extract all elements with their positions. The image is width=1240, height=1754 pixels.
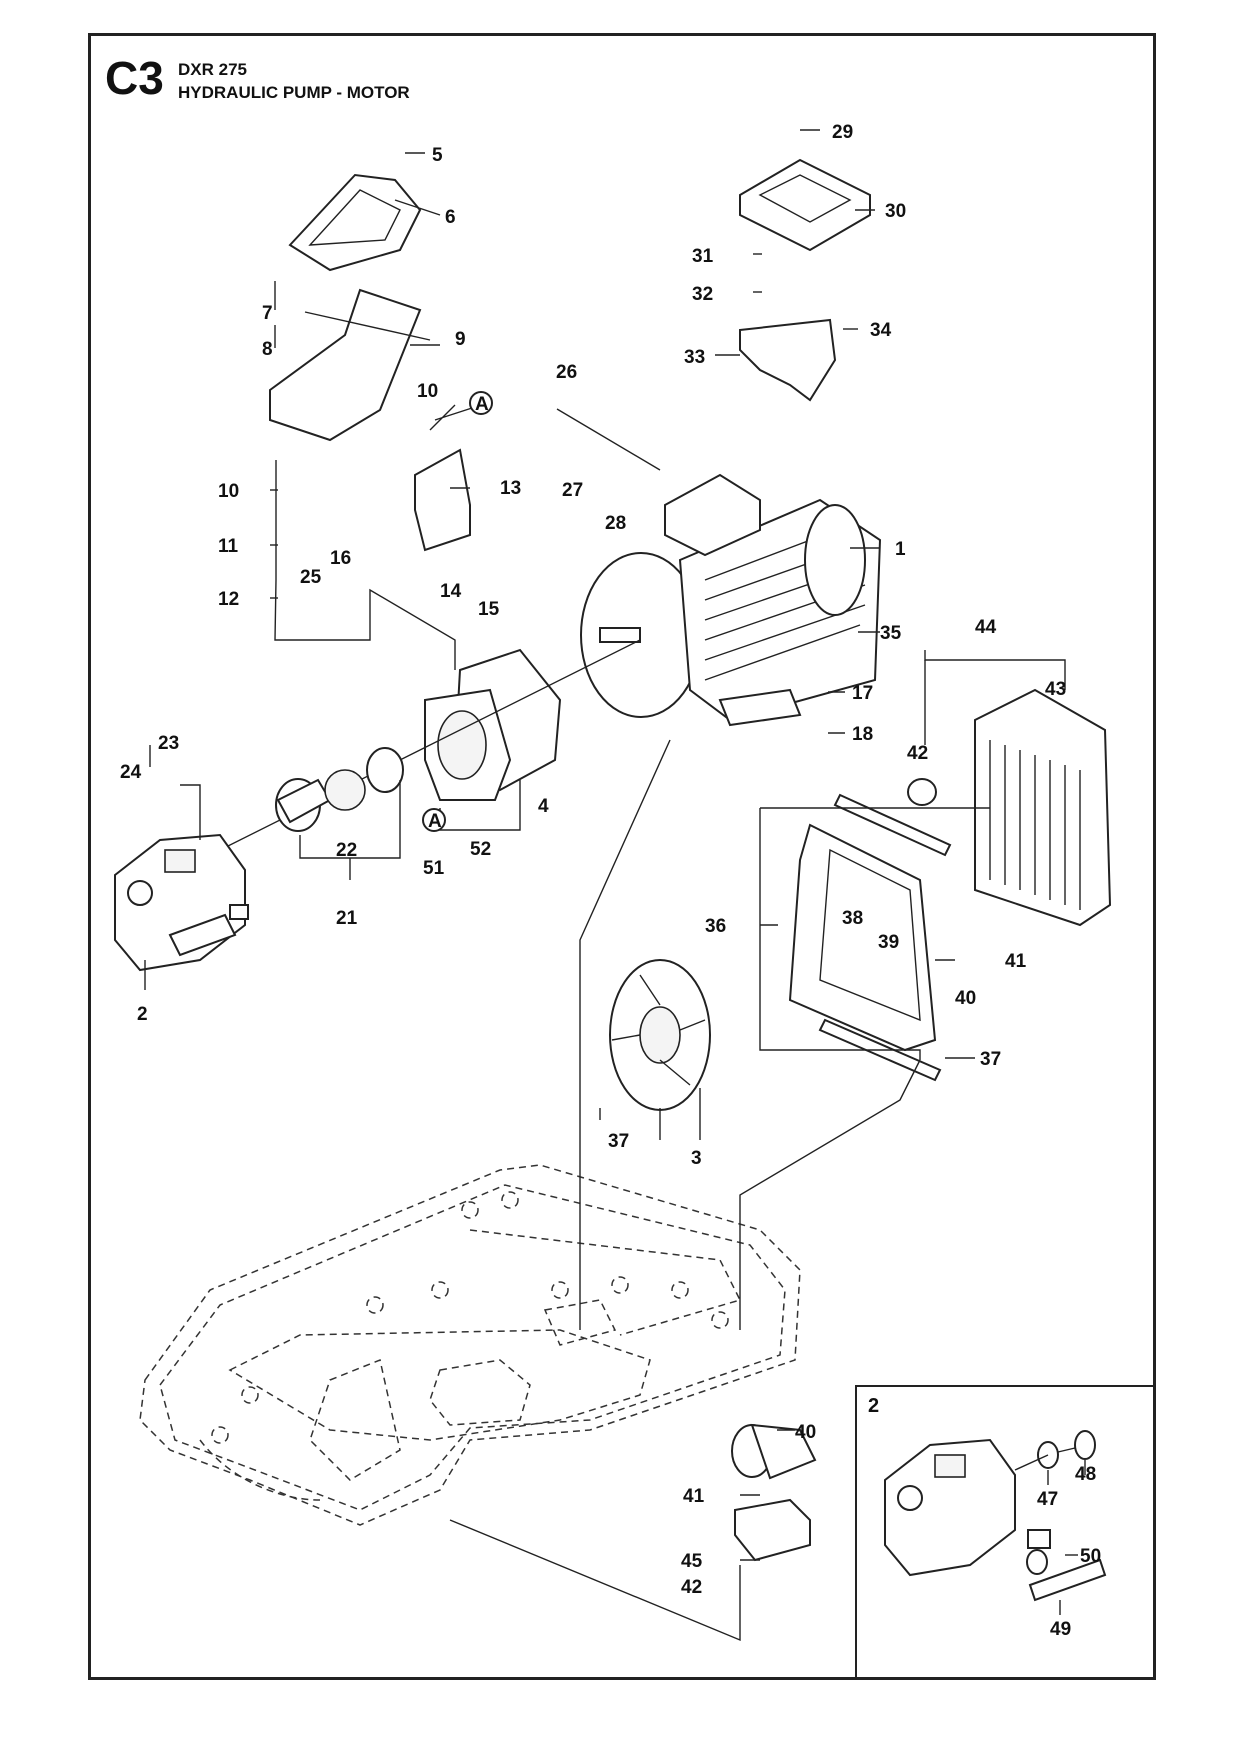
callout-48: 48 xyxy=(1075,1464,1096,1485)
callout-2: 2 xyxy=(137,1004,148,1025)
callout-32: 32 xyxy=(692,284,713,305)
callout-21: 21 xyxy=(336,908,358,929)
callout-42b: 42 xyxy=(681,1577,702,1598)
callout-49: 49 xyxy=(1050,1619,1071,1640)
ref-a-label-top: A xyxy=(475,394,489,415)
ref-a-circle-bottom xyxy=(422,808,446,832)
callout-15: 15 xyxy=(478,599,500,620)
drawing-frame xyxy=(88,33,1156,1680)
callout-51: 51 xyxy=(423,858,445,879)
callout-27: 27 xyxy=(562,480,583,501)
callout-8: 8 xyxy=(262,339,273,360)
section-code: C3 xyxy=(105,52,164,104)
callout-28: 28 xyxy=(605,513,626,534)
callout-labels: 5 6 7 8 9 10 10 11 12 13 14 15 16 25 26 … xyxy=(120,122,1101,1640)
inset-number: 2 xyxy=(868,1395,880,1417)
callout-41b: 41 xyxy=(683,1486,705,1507)
callout-40b: 40 xyxy=(795,1422,816,1443)
callout-37b: 37 xyxy=(608,1131,629,1152)
callout-47: 47 xyxy=(1037,1489,1058,1510)
callout-42a: 42 xyxy=(907,743,928,764)
callout-43: 43 xyxy=(1045,679,1066,700)
callout-5: 5 xyxy=(432,145,443,166)
callout-10b: 10 xyxy=(218,481,239,502)
callout-16: 16 xyxy=(330,548,351,569)
inset-panel xyxy=(855,1385,1156,1680)
callout-45: 45 xyxy=(681,1551,703,1572)
cooling-fan xyxy=(609,959,711,1111)
callout-44: 44 xyxy=(975,617,997,638)
coupling xyxy=(275,747,404,832)
ecu-module xyxy=(739,158,871,252)
ref-a-circle-top xyxy=(469,391,493,415)
callout-12: 12 xyxy=(218,589,239,610)
junction-box xyxy=(414,448,471,552)
electric-motor xyxy=(580,473,882,727)
callout-40a: 40 xyxy=(955,988,976,1009)
callout-24: 24 xyxy=(120,762,142,783)
callout-10a: 10 xyxy=(417,381,438,402)
callout-22: 22 xyxy=(336,840,357,861)
shaft-axis-line xyxy=(199,639,641,861)
adapter-flange xyxy=(424,648,562,801)
callout-37a: 37 xyxy=(980,1049,1001,1070)
callout-9: 9 xyxy=(455,329,466,350)
callout-1: 1 xyxy=(895,539,906,560)
callout-39: 39 xyxy=(878,932,899,953)
callout-38: 38 xyxy=(842,908,863,929)
callout-4: 4 xyxy=(538,796,549,817)
model-name: DXR 275 xyxy=(178,60,247,79)
ref-a-label-bottom: A xyxy=(428,811,442,832)
callout-31: 31 xyxy=(692,246,714,267)
callout-36: 36 xyxy=(705,916,726,937)
callout-11: 11 xyxy=(218,536,239,557)
oil-cooler xyxy=(907,688,1112,927)
callout-50: 50 xyxy=(1080,1546,1101,1567)
callout-52: 52 xyxy=(470,839,491,860)
fan-shroud xyxy=(788,793,952,1082)
callout-29: 29 xyxy=(832,122,853,143)
top-cover xyxy=(288,173,422,272)
callout-3: 3 xyxy=(691,1148,702,1169)
callout-25: 25 xyxy=(300,567,322,588)
leader-lines xyxy=(144,129,1086,1642)
callout-18: 18 xyxy=(852,724,873,745)
callout-34: 34 xyxy=(870,320,892,341)
mounting-plate xyxy=(269,288,422,442)
callout-6: 6 xyxy=(445,207,456,228)
callout-14: 14 xyxy=(440,581,462,602)
callout-13: 13 xyxy=(500,478,521,499)
chassis-outline xyxy=(139,1164,801,1526)
callout-17: 17 xyxy=(852,683,873,704)
motor-bracket xyxy=(739,318,837,402)
small-motor xyxy=(731,1423,817,1562)
callout-7: 7 xyxy=(262,303,273,324)
hydraulic-pump xyxy=(114,833,249,972)
callout-41a: 41 xyxy=(1005,951,1027,972)
inset-pump xyxy=(884,1430,1107,1602)
callout-26: 26 xyxy=(556,362,577,383)
callout-23: 23 xyxy=(158,733,179,754)
callout-33: 33 xyxy=(684,347,705,368)
callout-35: 35 xyxy=(880,623,902,644)
diagram-title: HYDRAULIC PUMP - MOTOR xyxy=(178,83,410,102)
callout-30: 30 xyxy=(885,201,906,222)
